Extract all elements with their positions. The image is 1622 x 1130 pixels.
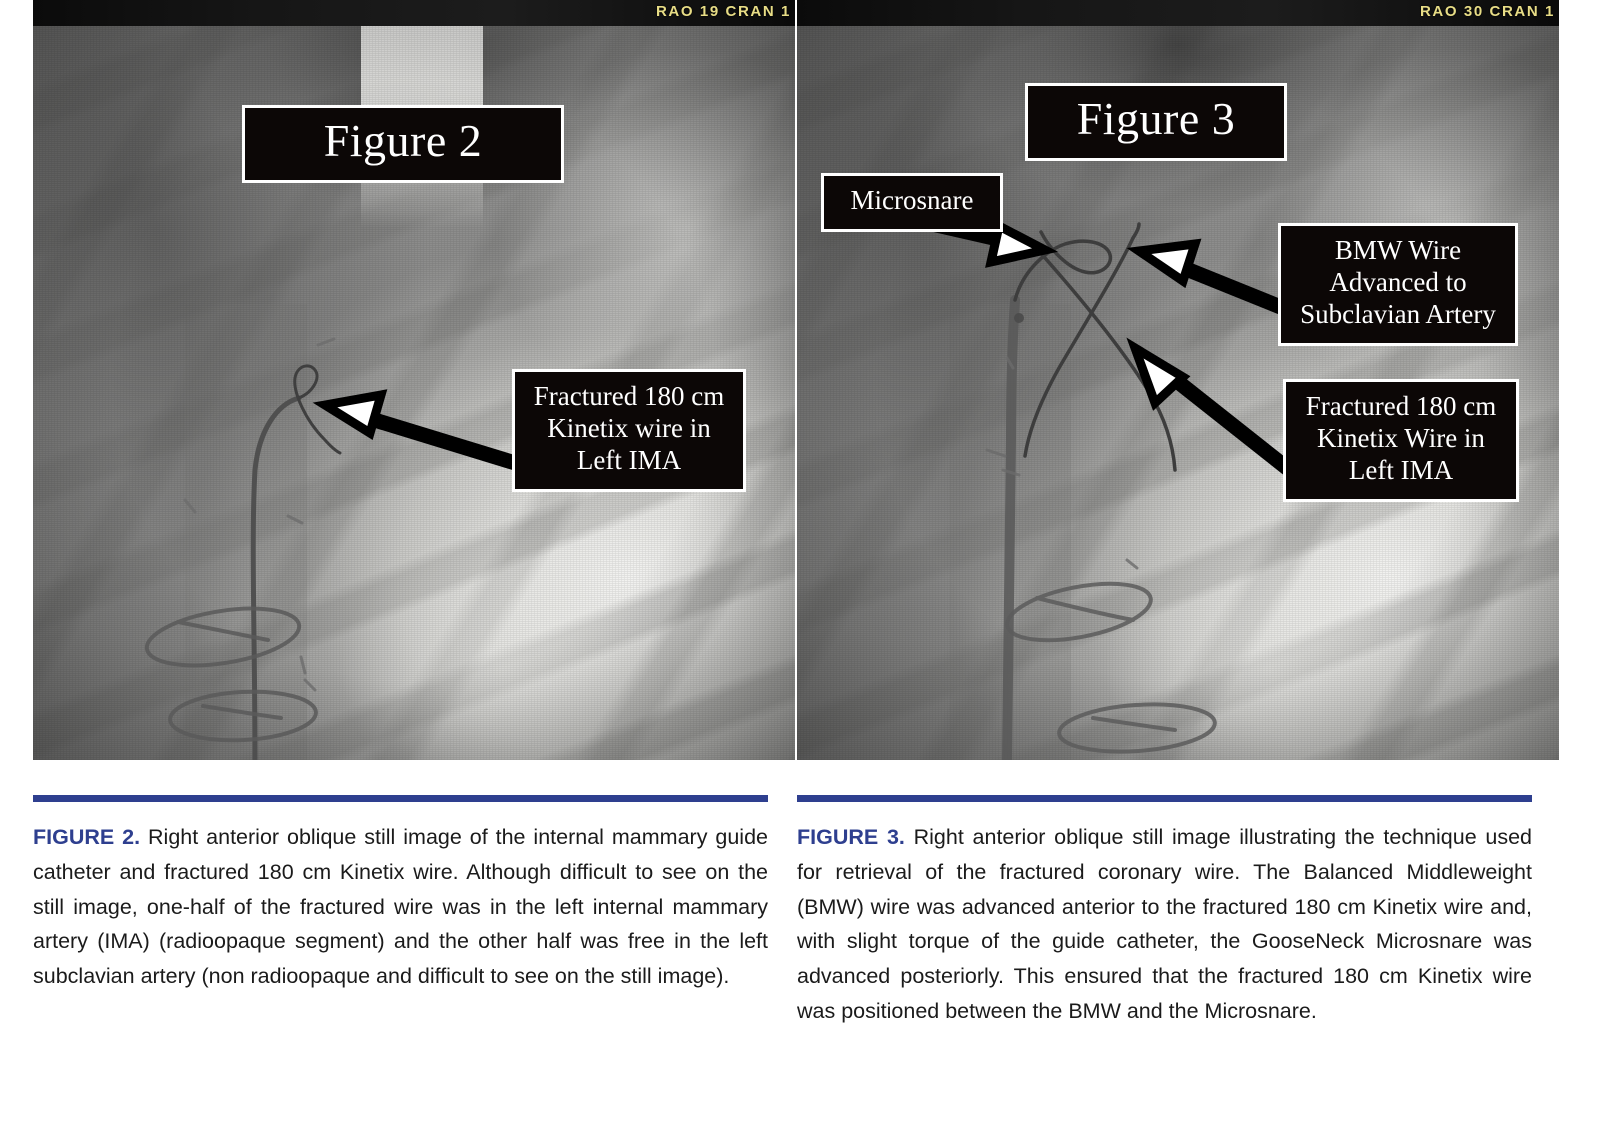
callout-fractured-wire-2: Fractured 180 cm Kinetix wire in Left IM… <box>512 369 746 492</box>
figure-title-text: Figure 2 <box>323 115 483 166</box>
caption-body-3: Right anterior oblique still image illus… <box>797 825 1532 1024</box>
callout-microsnare: Microsnare <box>821 173 1003 232</box>
callout-line-1: Fractured 180 cm <box>1305 391 1497 421</box>
figure-title-text: Figure 3 <box>1076 93 1236 144</box>
callout-line-3: Left IMA <box>1348 454 1454 485</box>
caption-rule-3 <box>797 795 1532 802</box>
projection-angle-tag: RAO 30 CRAN 1 <box>1420 3 1555 20</box>
figure-title-box-3: Figure 3 <box>1025 83 1287 162</box>
callout-line-2: Kinetix wire in <box>547 412 711 443</box>
caption-lead-3: FIGURE 3. <box>797 825 905 849</box>
figure-caption-3: FIGURE 3. Right anterior oblique still i… <box>797 820 1532 1029</box>
callout-line-1: Microsnare <box>850 185 974 215</box>
callout-line-1: Fractured 180 cm <box>533 381 725 411</box>
xray-top-bar <box>33 0 795 26</box>
figure-panel-2: RAO 19 CRAN 1 Figure 2 Fractured 180 cm … <box>33 0 795 1130</box>
callout-bmw-wire: BMW Wire Advanced to Subclavian Artery <box>1278 223 1518 346</box>
fluoroscopy-image-figure-3: RAO 30 CRAN 1 Figure 3 Microsnare BMW Wi… <box>797 0 1559 760</box>
xray-top-bar <box>797 0 1559 26</box>
caption-rule-2 <box>33 795 768 802</box>
caption-body-2: Right anterior oblique still image of th… <box>33 825 768 989</box>
projection-angle-tag: RAO 19 CRAN 1 <box>656 3 791 20</box>
figure-title-box-2: Figure 2 <box>242 105 564 184</box>
catheter-and-wire-figure-2 <box>144 337 342 760</box>
callout-line-2: Advanced to <box>1329 266 1467 297</box>
callout-fractured-wire-3: Fractured 180 cm Kinetix Wire in Left IM… <box>1283 379 1519 502</box>
callout-line-3: Left IMA <box>576 444 682 475</box>
fluoroscopy-image-figure-2: RAO 19 CRAN 1 Figure 2 Fractured 180 cm … <box>33 0 795 760</box>
callout-line-1: BMW Wire <box>1334 235 1462 265</box>
figure-caption-2: FIGURE 2. Right anterior oblique still i… <box>33 820 768 994</box>
callout-line-2: Kinetix Wire in <box>1317 422 1485 453</box>
figure-panel-3: RAO 30 CRAN 1 Figure 3 Microsnare BMW Wi… <box>797 0 1559 1130</box>
caption-lead-2: FIGURE 2. <box>33 825 141 849</box>
callout-line-3: Subclavian Artery <box>1300 298 1496 329</box>
